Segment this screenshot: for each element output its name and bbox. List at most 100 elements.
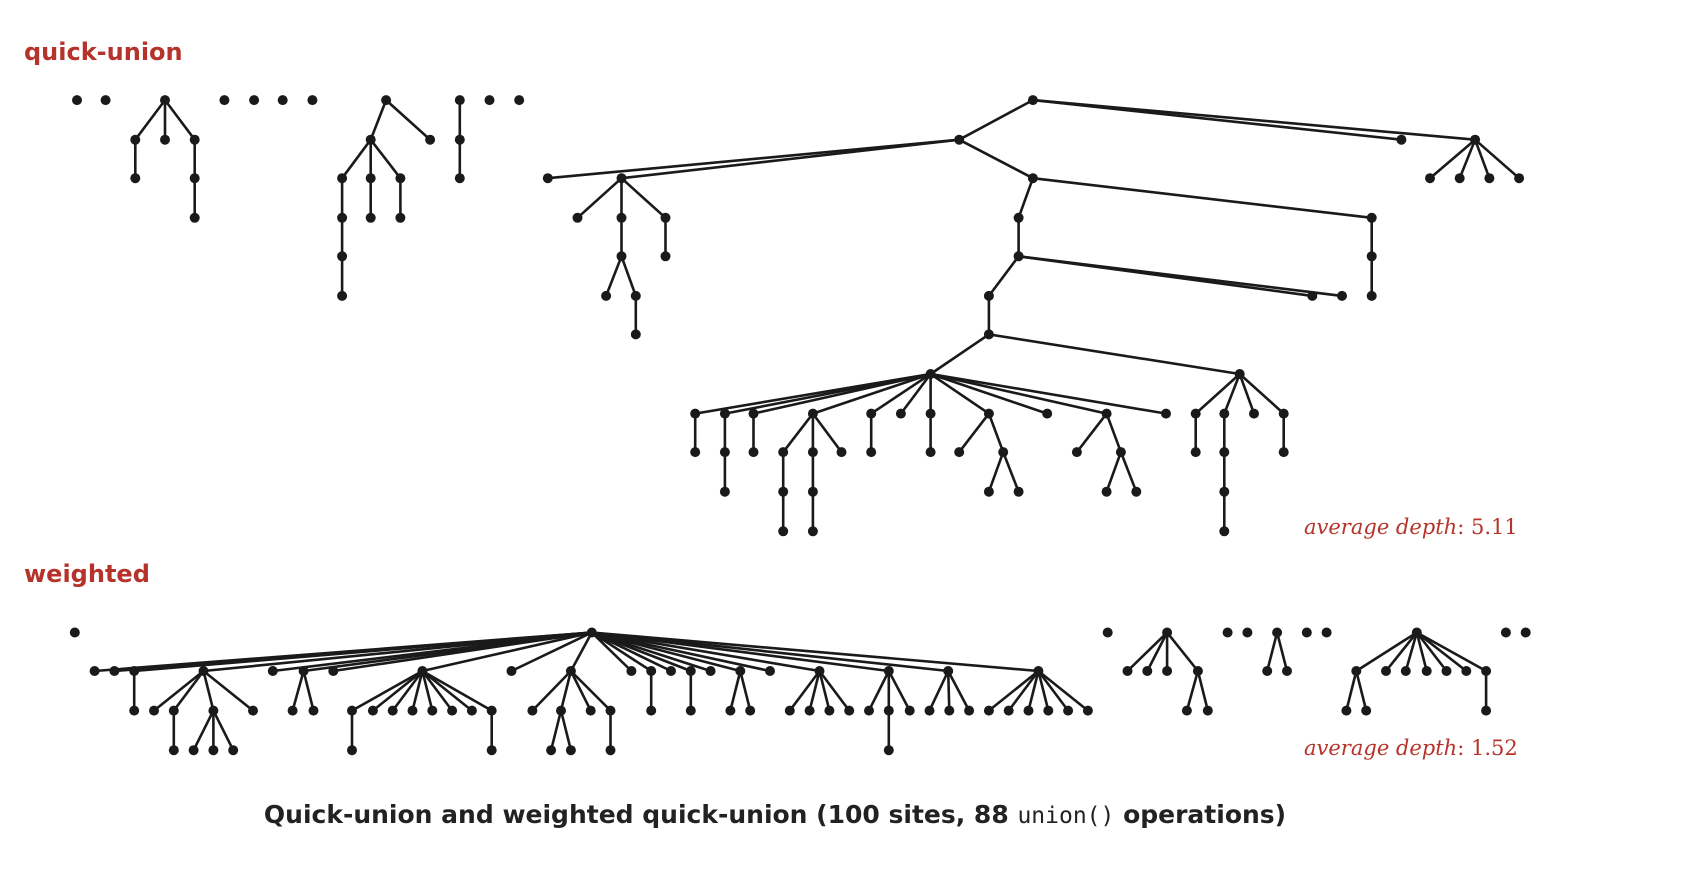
weighted-edge [590, 631, 633, 672]
quick-union-node [1249, 408, 1259, 419]
average-depth-label: average depth [1304, 736, 1458, 760]
weighted-node [1411, 627, 1422, 638]
quick-union-node [616, 173, 627, 184]
weighted-edge [1275, 632, 1289, 672]
weighted-node [784, 705, 795, 716]
quick-union-node [365, 134, 376, 145]
weighted-edge [1126, 631, 1169, 672]
weighted-node [1023, 705, 1034, 716]
quick-union-node [1484, 173, 1495, 184]
quick-union-node [748, 408, 759, 419]
quick-union-node [337, 251, 348, 262]
weighted-node [735, 666, 746, 676]
quick-union-node [778, 526, 789, 537]
weighted-edge [549, 710, 563, 751]
quick-union-edge [547, 138, 960, 180]
quick-union-edge [620, 255, 638, 297]
quick-union-edge [1458, 139, 1477, 179]
weighted-node [646, 705, 657, 716]
weighted-node [407, 705, 418, 716]
quick-union-node [1219, 447, 1230, 458]
quick-union-node [895, 408, 906, 419]
quick-union-node [365, 173, 376, 184]
quick-union-node [630, 290, 641, 301]
weighted-node [486, 745, 497, 756]
quick-union-node [100, 95, 111, 106]
weighted-edge [153, 669, 205, 712]
weighted-edge [591, 631, 652, 673]
quick-union-node [1027, 173, 1038, 184]
quick-union-edge [1075, 412, 1108, 453]
weighted-edge [559, 670, 573, 711]
weighted-edge [421, 669, 473, 712]
weighted-edge [928, 670, 950, 712]
quick-union-edge [870, 372, 932, 415]
quick-union-node [1161, 408, 1171, 419]
weighted-edge [569, 631, 593, 672]
weighted-node [109, 666, 120, 676]
weighted-node [387, 705, 398, 716]
quick-union-edge [958, 138, 1034, 180]
quick-union-edge [1032, 176, 1372, 220]
weighted-node [1063, 705, 1074, 716]
quick-union-node [1190, 408, 1201, 419]
quick-union-edge [385, 99, 431, 141]
quick-union-node [395, 212, 406, 223]
quick-union-node [1115, 447, 1126, 458]
quick-union-edge [1473, 139, 1491, 179]
quick-union-node [866, 447, 877, 458]
weighted-edge [729, 670, 742, 711]
quick-union-edge [929, 333, 990, 376]
average-depth-value: 1.52 [1470, 736, 1518, 760]
weighted-edge [818, 670, 851, 712]
quick-union-node [778, 447, 789, 458]
quick-union-edge [1001, 451, 1020, 493]
weighted-edge [302, 670, 315, 711]
weighted-node [69, 627, 80, 638]
quick-union-edge [1032, 98, 1476, 141]
weighted-edge [1196, 670, 1210, 711]
quick-union-node [807, 447, 818, 458]
weighted-node [447, 705, 458, 716]
weighted-node [1242, 627, 1253, 638]
quick-union-node [1219, 486, 1230, 497]
weighted-node [546, 745, 557, 756]
weighted-node [1381, 666, 1391, 676]
weighted-node [585, 705, 596, 716]
weighted-node [347, 705, 357, 716]
weighted-edge [569, 670, 612, 712]
weighted-node [298, 666, 309, 676]
quick-union-node [1454, 173, 1465, 184]
weighted-edge [172, 670, 205, 712]
weighted-edge [1384, 631, 1418, 672]
quick-union-edge [988, 333, 1240, 376]
quick-union-edge [1223, 373, 1241, 415]
quick-union-node [1278, 447, 1289, 458]
weighted-edge [591, 631, 771, 673]
weighted-node [983, 705, 994, 716]
quick-union-node [130, 173, 141, 184]
quick-union-node [778, 486, 789, 497]
weighted-node [586, 627, 597, 638]
weighted-node [198, 666, 209, 676]
weighted-edge [203, 631, 592, 673]
weighted-node [1400, 666, 1411, 676]
quick-union-edge [899, 373, 932, 415]
weighted-node [943, 666, 954, 676]
weighted-average-depth: average depth: 1.52 [1304, 736, 1518, 760]
quick-union-edge [930, 372, 1167, 415]
quick-union-node [1190, 447, 1201, 458]
weighted-edge [808, 670, 821, 711]
weighted-node [347, 745, 357, 756]
weighted-node [1272, 627, 1283, 638]
caption-code: union() [1017, 803, 1115, 829]
weighted-node [1441, 666, 1452, 676]
weighted-node [367, 705, 378, 716]
weighted-node [228, 745, 239, 756]
weighted-edge [291, 670, 305, 711]
weighted-node [1003, 705, 1014, 716]
weighted-edge [1416, 631, 1487, 673]
weighted-node [328, 666, 339, 676]
quick-union-edge [987, 413, 1005, 453]
weighted-node [646, 666, 657, 676]
